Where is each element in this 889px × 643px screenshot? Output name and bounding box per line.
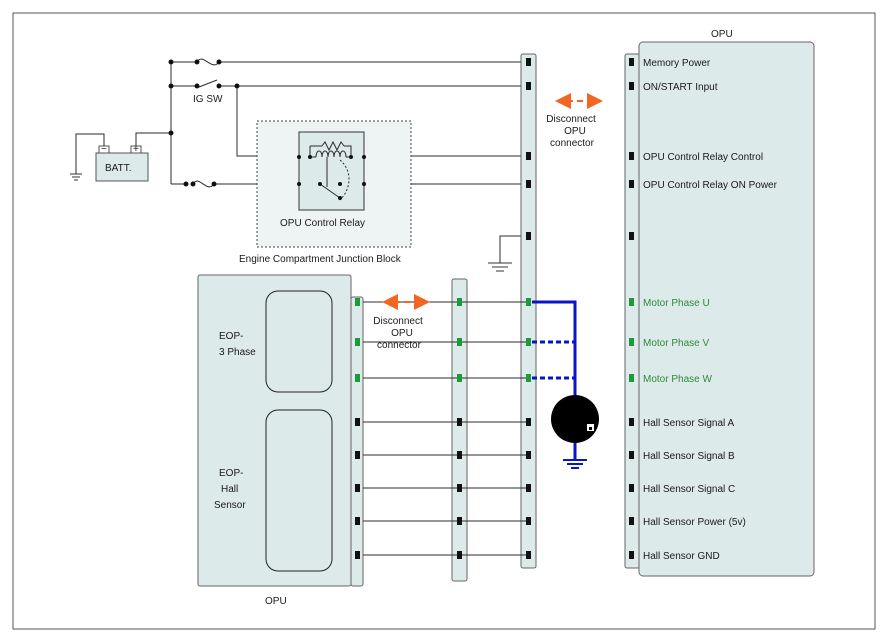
mid-connector-pin (457, 451, 462, 459)
connector-pin (526, 58, 531, 66)
connector-pin (526, 451, 531, 459)
eop-pin (355, 451, 360, 459)
mid-connector-pin (457, 298, 462, 306)
motor-wires (532, 300, 587, 469)
eop-pin (355, 374, 360, 382)
connector-pin (526, 152, 531, 160)
connector-pin (526, 82, 531, 90)
opu-pin-label: Hall Sensor Signal C (643, 484, 735, 495)
diagram-frame (12, 12, 876, 630)
connector-strip-main (520, 53, 537, 569)
eop-pin (355, 484, 360, 492)
eop-3phase-label: EOP-3 Phase (219, 331, 256, 358)
connector-pin (526, 484, 531, 492)
opu-control-relay: OPU Control Relay (280, 131, 365, 229)
mid-connector-pin (457, 517, 462, 525)
relay-label: OPU Control Relay (280, 218, 365, 229)
eop-hall-box (265, 409, 333, 572)
connector-pin (526, 338, 531, 346)
opu-pin (629, 451, 634, 459)
opu-pin-label: Motor Phase W (643, 374, 712, 385)
eop-pin (355, 418, 360, 426)
eop-pin (355, 551, 360, 559)
opu-pin-label: Hall Sensor GND (643, 551, 720, 562)
eop-pin (355, 517, 360, 525)
opu-pin-label: Hall Sensor Power (5v) (643, 517, 746, 528)
relay-coil-icon (315, 150, 347, 158)
opu-pin-label: Memory Power (643, 58, 711, 69)
connector-strip-mid (451, 278, 468, 582)
ground-icon (70, 173, 82, 181)
connector-pin (526, 374, 531, 382)
opu-pin (629, 517, 634, 525)
eop-pin (355, 338, 360, 346)
svg-text:−: − (101, 144, 107, 155)
opu-pin-label: ON/START Input (643, 82, 718, 93)
opu-left-title: OPU (265, 596, 287, 607)
opu-pin-label: Motor Phase U (643, 298, 710, 309)
opu-pin (629, 418, 634, 426)
connector-pin (526, 551, 531, 559)
mid-connector-pin (457, 551, 462, 559)
eop-pin (355, 298, 360, 306)
fuse-icon (196, 58, 220, 66)
opu-pin (629, 232, 634, 240)
opu-pin (629, 551, 634, 559)
connector-pins (355, 58, 634, 559)
connector-pin (526, 232, 531, 240)
opu-right-title: OPU (711, 29, 733, 40)
mid-connector-pin (457, 418, 462, 426)
connector-pin (526, 517, 531, 525)
opu-pin (629, 484, 634, 492)
ground-icon (488, 262, 512, 272)
motor-icon (551, 395, 599, 443)
opu-pin-label: Motor Phase V (643, 338, 709, 349)
mid-connector-pin (457, 374, 462, 382)
switch-icon (198, 79, 218, 88)
opu-pin-label: Hall Sensor Signal B (643, 451, 735, 462)
opu-pin (629, 298, 634, 306)
opu-pin (629, 338, 634, 346)
connector-pin (526, 298, 531, 306)
opu-pin (629, 180, 634, 188)
fuse-icon (192, 180, 215, 188)
eop-3phase-box (265, 290, 333, 393)
battery-icon: − + BATT. (95, 144, 149, 182)
opu-pin (629, 82, 634, 90)
battery-label: BATT. (105, 163, 131, 174)
connector-pin (526, 180, 531, 188)
ig-sw-label: IG SW (193, 94, 223, 105)
opu-pin-label: Hall Sensor Signal A (643, 418, 734, 429)
opu-pin (629, 152, 634, 160)
opu-pin-label: OPU Control Relay ON Power (643, 180, 778, 191)
svg-text:+: + (133, 144, 139, 155)
opu-pin (629, 374, 634, 382)
mid-connector-pin (457, 338, 462, 346)
resistor-icon (321, 140, 345, 152)
opu-pin-label: OPU Control Relay Control (643, 152, 763, 163)
mid-connector-pin (457, 484, 462, 492)
junction-block-label: Engine Compartment Junction Block (239, 254, 402, 265)
lower-wires (363, 301, 528, 556)
opu-right-box (638, 41, 815, 577)
opu-pin (629, 58, 634, 66)
connector-pin (526, 418, 531, 426)
